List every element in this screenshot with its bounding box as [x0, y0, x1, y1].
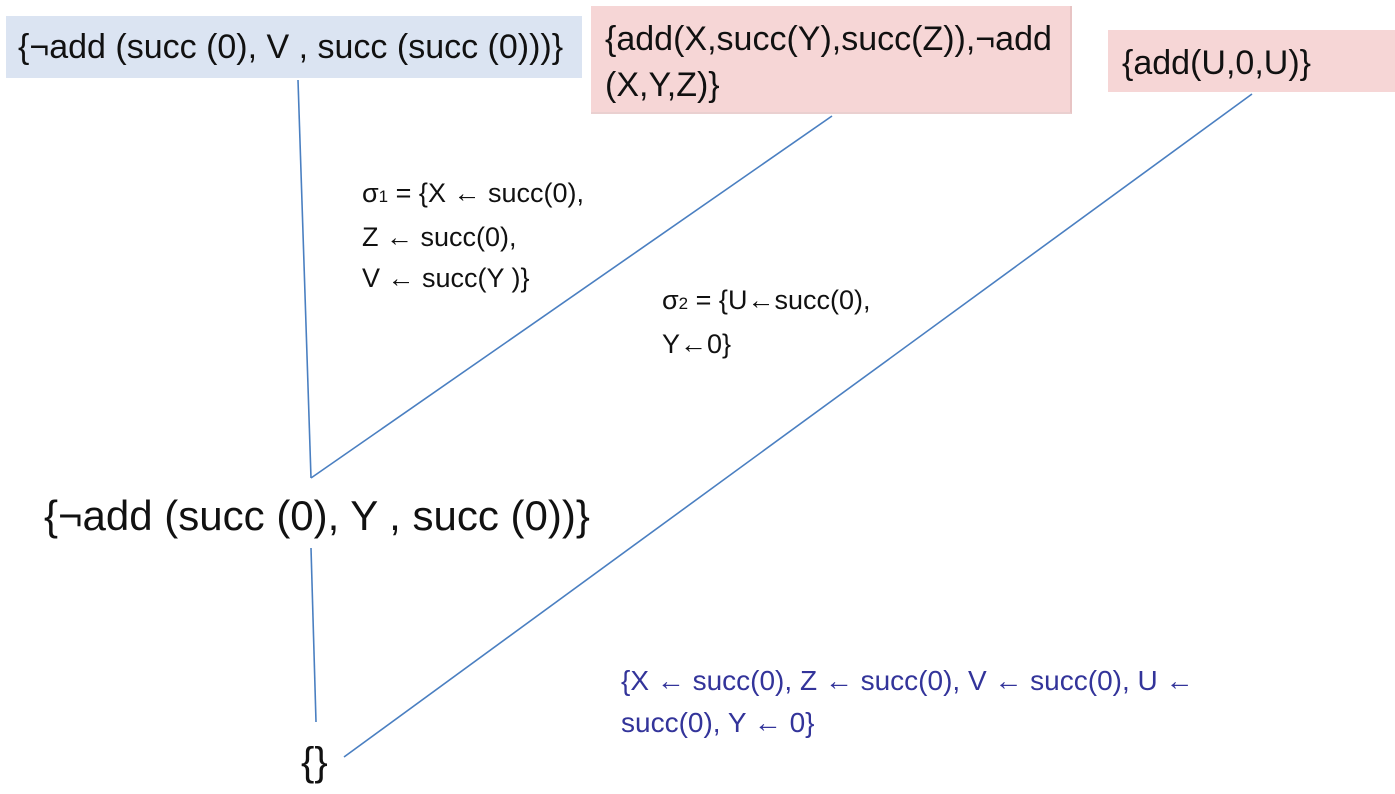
sigma1-index: 1: [378, 187, 389, 206]
sigma1-line-2: Z ← succ(0),: [362, 222, 517, 252]
sigma1-line-1: σ1 = {X ← succ(0),: [362, 173, 584, 217]
resolvent-clause: {¬add (succ (0), Y , succ (0))}: [44, 492, 590, 539]
sigma1-symbol: σ: [362, 178, 379, 208]
sigma2-line-1: σ2 = {U←succ(0),: [662, 280, 870, 324]
edge-clause2-to-resolvent: [310, 115, 833, 479]
edge-resolvent-to-empty: [310, 547, 317, 723]
goal-clause: {¬add (succ (0), V , succ (succ (0)))}: [6, 16, 582, 78]
add-succ-clause: {add(X,succ(Y),succ(Z)),¬add (X,Y,Z)}: [591, 6, 1072, 114]
sigma1-substitution: σ1 = {X ← succ(0), Z ← succ(0), V ← succ…: [362, 173, 584, 299]
add-zero-clause: {add(U,0,U)}: [1108, 30, 1395, 92]
answer-substitution: {X ← succ(0), Z ← succ(0), V ← succ(0), …: [621, 665, 1194, 738]
sigma2-line-2: Y←0}: [662, 329, 732, 359]
sigma1-line-3: V ← succ(Y )}: [362, 263, 530, 293]
sigma2-symbol: σ: [662, 285, 679, 315]
sigma1-text-1: = {X ← succ(0),: [395, 178, 584, 208]
sigma2-substitution: σ2 = {U←succ(0), Y←0}: [662, 280, 870, 365]
empty-clause: {}: [301, 740, 328, 784]
edge-clause3-to-empty: [343, 93, 1253, 758]
edge-goal-to-resolvent: [297, 79, 312, 479]
sigma2-index: 2: [678, 294, 689, 313]
sigma2-text-1: = {U←succ(0),: [695, 285, 871, 315]
